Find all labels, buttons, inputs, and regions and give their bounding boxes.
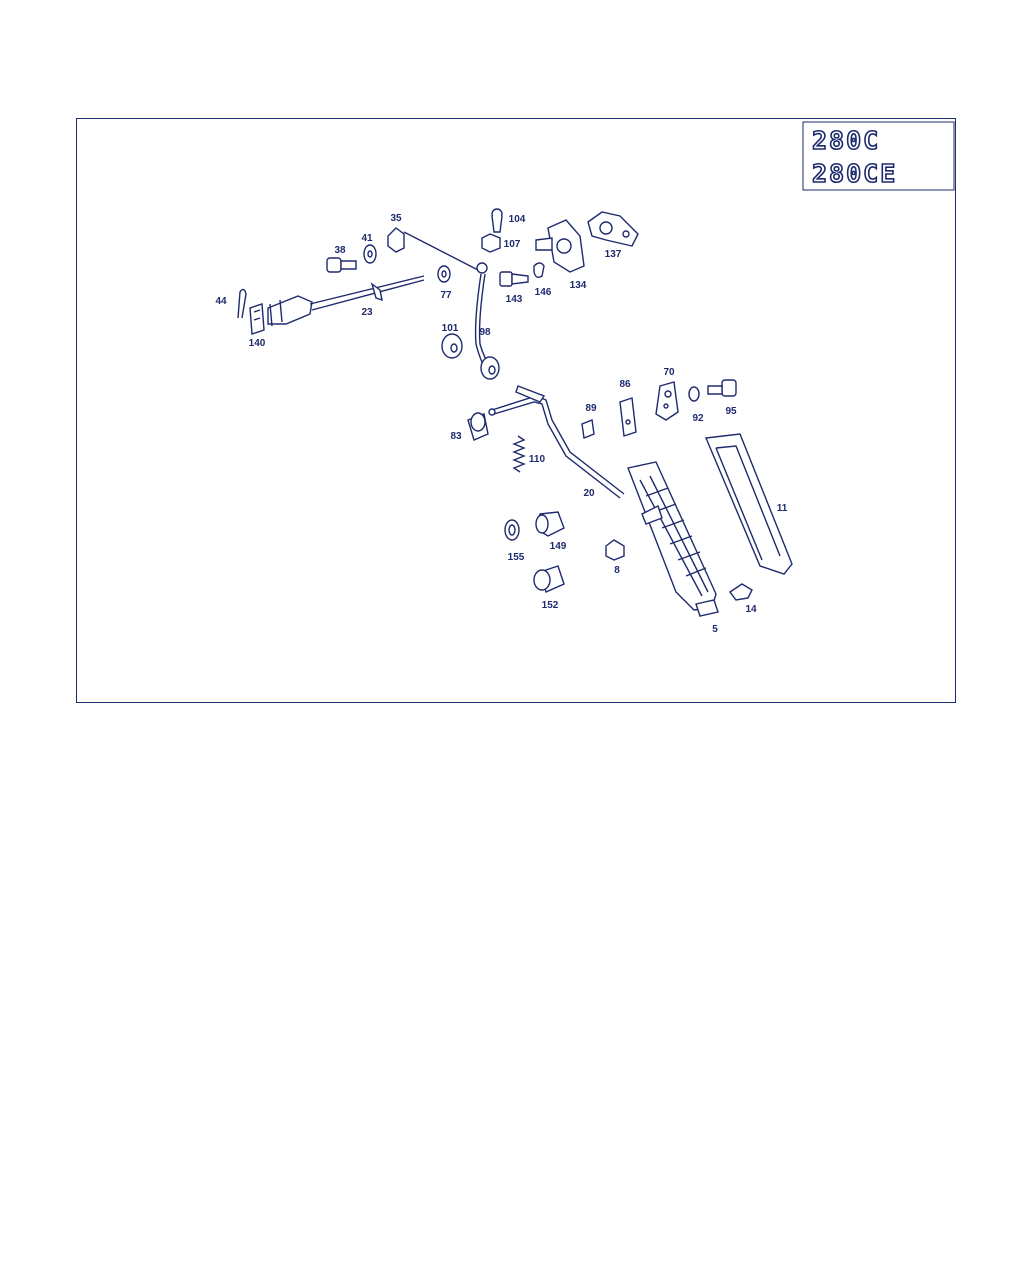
label-140: 140 xyxy=(249,338,266,349)
part-152-shape xyxy=(533,565,565,593)
part-8-shape xyxy=(605,539,625,561)
part-86-shape xyxy=(619,397,637,437)
part-140-shape xyxy=(249,303,265,335)
label-23: 23 xyxy=(361,307,373,318)
label-146: 146 xyxy=(535,287,552,298)
part-38-shape xyxy=(326,257,357,273)
label-92: 92 xyxy=(692,413,704,424)
label-134: 134 xyxy=(570,280,587,291)
part-149-shape xyxy=(535,511,565,537)
diagram-frame xyxy=(76,118,956,703)
part-98-shape xyxy=(474,262,500,380)
part-23-shape xyxy=(267,275,425,327)
part-77-shape xyxy=(437,265,451,283)
label-5: 5 xyxy=(712,624,718,635)
part-110-shape xyxy=(512,435,526,473)
part-20-shape xyxy=(488,385,625,499)
part-70-shape xyxy=(655,381,679,421)
label-83: 83 xyxy=(450,431,462,442)
part-92-shape xyxy=(688,386,700,402)
label-86: 86 xyxy=(619,379,631,390)
part-137-shape xyxy=(587,211,639,247)
label-35: 35 xyxy=(390,213,402,224)
part-146-shape xyxy=(533,262,545,279)
part-89-shape xyxy=(581,419,595,439)
part-11-shape xyxy=(704,433,793,575)
label-89: 89 xyxy=(585,403,597,414)
label-77: 77 xyxy=(440,290,452,301)
part-143-shape xyxy=(499,271,529,287)
label-149: 149 xyxy=(550,541,567,552)
label-101: 101 xyxy=(442,323,459,334)
label-110: 110 xyxy=(529,454,546,465)
part-35-shape xyxy=(387,227,479,271)
badge-line-2: 280CE xyxy=(812,159,897,188)
label-143: 143 xyxy=(506,294,523,305)
part-labels: 44 140 38 41 35 23 77 104 107 143 146 13… xyxy=(215,213,787,635)
label-14: 14 xyxy=(745,604,757,615)
part-83-shape xyxy=(467,412,489,441)
part-95-shape xyxy=(707,379,737,397)
part-101-shape xyxy=(441,333,463,359)
label-95: 95 xyxy=(725,406,737,417)
part-134-shape xyxy=(535,219,585,273)
label-155: 155 xyxy=(508,552,525,563)
label-41: 41 xyxy=(361,233,373,244)
label-152: 152 xyxy=(542,600,559,611)
label-20: 20 xyxy=(583,488,595,499)
label-8: 8 xyxy=(614,565,620,576)
part-44-shape xyxy=(237,288,247,319)
label-11: 11 xyxy=(777,503,788,514)
part-104-shape xyxy=(491,208,503,233)
model-badge: 280C 280CE xyxy=(802,121,955,191)
badge-line-1: 280C xyxy=(812,126,880,155)
label-137: 137 xyxy=(605,249,622,260)
part-41-shape xyxy=(363,244,377,264)
label-107: 107 xyxy=(504,239,521,250)
label-104: 104 xyxy=(509,214,526,225)
label-70: 70 xyxy=(663,367,675,378)
part-107-shape xyxy=(481,233,501,253)
label-44: 44 xyxy=(215,296,227,307)
part-155-shape xyxy=(504,519,520,541)
label-38: 38 xyxy=(334,245,346,256)
part-14-shape xyxy=(728,583,753,601)
label-98: 98 xyxy=(479,327,491,338)
part-5-shape xyxy=(627,461,719,617)
